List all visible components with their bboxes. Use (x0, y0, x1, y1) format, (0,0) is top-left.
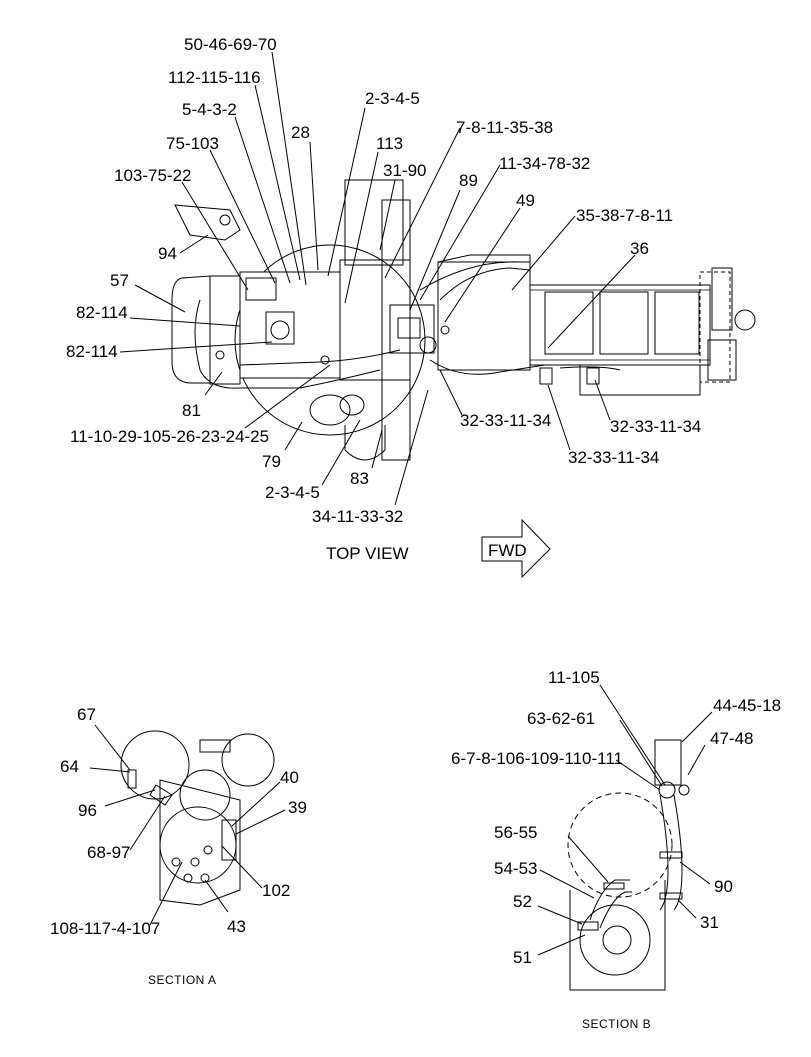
callout-49: 49 (516, 191, 535, 210)
callout-35-38-7-8-11: 35-38-7-8-11 (576, 206, 673, 225)
callout-31-90: 31-90 (383, 161, 426, 180)
callout-79: 79 (262, 452, 281, 471)
section-a-drawing (120, 730, 275, 906)
callout-82-114-lower: 82-114 (66, 342, 118, 361)
callout-32-33-11-34-b: 32-33-11-34 (610, 417, 701, 436)
callout-32-33-11-34-a: 32-33-11-34 (460, 411, 551, 430)
callout-102: 102 (262, 881, 290, 900)
callout-57: 57 (110, 271, 129, 290)
callout-40: 40 (280, 768, 299, 787)
callout-81: 81 (182, 401, 201, 420)
callout-68-97: 68-97 (87, 843, 130, 862)
section-b-labels: 11-105 63-62-61 6-7-8-106-109-110-111 44… (451, 668, 781, 967)
callout-43: 43 (227, 917, 246, 936)
callout-67: 67 (77, 705, 96, 724)
callout-113: 113 (376, 134, 403, 153)
section-b-drawing (567, 739, 690, 991)
callout-64: 64 (60, 757, 79, 776)
callout-5-4-3-2: 5-4-3-2 (182, 100, 237, 119)
section-a-leaders (89, 724, 286, 926)
callout-108-117-4-107: 108-117-4-107 (50, 919, 160, 938)
callout-7-8-11-35-38: 7-8-11-35-38 (456, 118, 553, 137)
callout-63-62-61: 63-62-61 (527, 709, 595, 728)
callout-36: 36 (630, 239, 649, 258)
top-view-labels: 50-46-69-70 112-115-116 5-4-3-2 75-103 1… (66, 35, 701, 526)
callout-82-114-upper: 82-114 (76, 303, 128, 322)
section-b-leaders (537, 684, 713, 956)
callout-39: 39 (288, 798, 307, 817)
callout-90: 90 (714, 877, 733, 896)
callout-47-48: 47-48 (710, 729, 753, 748)
section-a-labels: 67 64 96 68-97 108-117-4-107 43 40 39 10… (50, 705, 307, 938)
top-view-drawing (171, 179, 756, 461)
callout-75-103: 75-103 (166, 134, 219, 153)
callout-6-7-8-106-109-110-111: 6-7-8-106-109-110-111 (451, 749, 623, 768)
callout-11-10-29-105-26-23-24-25: 11-10-29-105-26-23-24-25 (70, 427, 269, 446)
top-view-leaders (119, 51, 636, 506)
section-b-caption: SECTION B (582, 1017, 651, 1031)
callout-112-115-116: 112-115-116 (168, 68, 261, 87)
callout-103-75-22: 103-75-22 (114, 166, 192, 185)
callout-56-55: 56-55 (494, 823, 537, 842)
callout-11-34-78-32: 11-34-78-32 (499, 154, 590, 173)
callout-11-105: 11-105 (548, 668, 600, 687)
fwd-label: FWD (488, 541, 527, 560)
callout-94: 94 (158, 244, 177, 263)
callout-2-3-4-5-lower: 2-3-4-5 (265, 483, 320, 502)
top-view-caption: TOP VIEW (326, 544, 409, 563)
callout-2-3-4-5-upper: 2-3-4-5 (365, 89, 420, 108)
callout-28: 28 (291, 123, 310, 142)
callout-54-53: 54-53 (494, 859, 537, 878)
callout-89: 89 (459, 171, 478, 190)
callout-34-11-33-32: 34-11-33-32 (312, 507, 403, 526)
callout-52: 52 (513, 892, 532, 911)
callout-96: 96 (78, 801, 97, 820)
callout-31: 31 (700, 913, 719, 932)
callout-51: 51 (513, 948, 532, 967)
callout-44-45-18: 44-45-18 (713, 696, 781, 715)
callout-83: 83 (350, 469, 369, 488)
fwd-arrow-icon (481, 518, 551, 579)
callout-50-46-69-70: 50-46-69-70 (184, 35, 277, 54)
callout-32-33-11-34-c: 32-33-11-34 (568, 448, 659, 467)
section-a-caption: SECTION A (148, 973, 217, 987)
